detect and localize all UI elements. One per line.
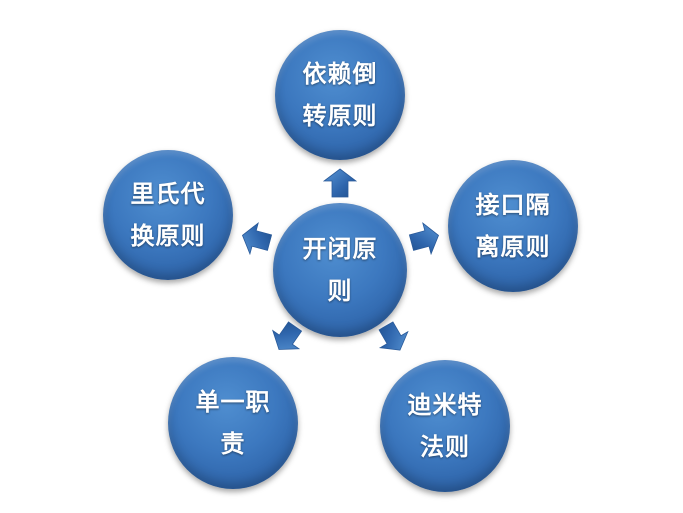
node-label-line1: 迪米特	[407, 391, 483, 419]
node-label-line2: 法则	[420, 433, 470, 461]
node-label-line1: 里氏代	[130, 180, 206, 208]
node-label-line2: 离原则	[475, 233, 551, 261]
node-label-line1: 依赖倒	[302, 60, 378, 88]
node-open-closed-center: 开闭原 则	[273, 203, 407, 337]
node-single-responsibility: 单一职 责	[168, 357, 298, 489]
node-label-line2: 转原则	[302, 102, 378, 130]
node-liskov-substitution: 里氏代 换原则	[103, 150, 233, 280]
node-law-of-demeter: 迪米特 法则	[380, 360, 510, 492]
arrow-left-icon	[237, 219, 275, 260]
node-interface-segregation: 接口隔 离原则	[448, 160, 578, 292]
node-label-line2: 换原则	[130, 222, 206, 250]
node-label-line2: 则	[327, 277, 353, 305]
node-dependency-inversion: 依赖倒 转原则	[275, 30, 405, 160]
node-label-line1: 接口隔	[475, 191, 551, 219]
node-label-line2: 责	[220, 430, 246, 458]
node-label-line1: 开闭原	[302, 235, 378, 263]
arrow-up-icon	[323, 168, 357, 198]
arrow-right-icon	[406, 219, 444, 260]
node-label-line1: 单一职	[195, 388, 271, 416]
